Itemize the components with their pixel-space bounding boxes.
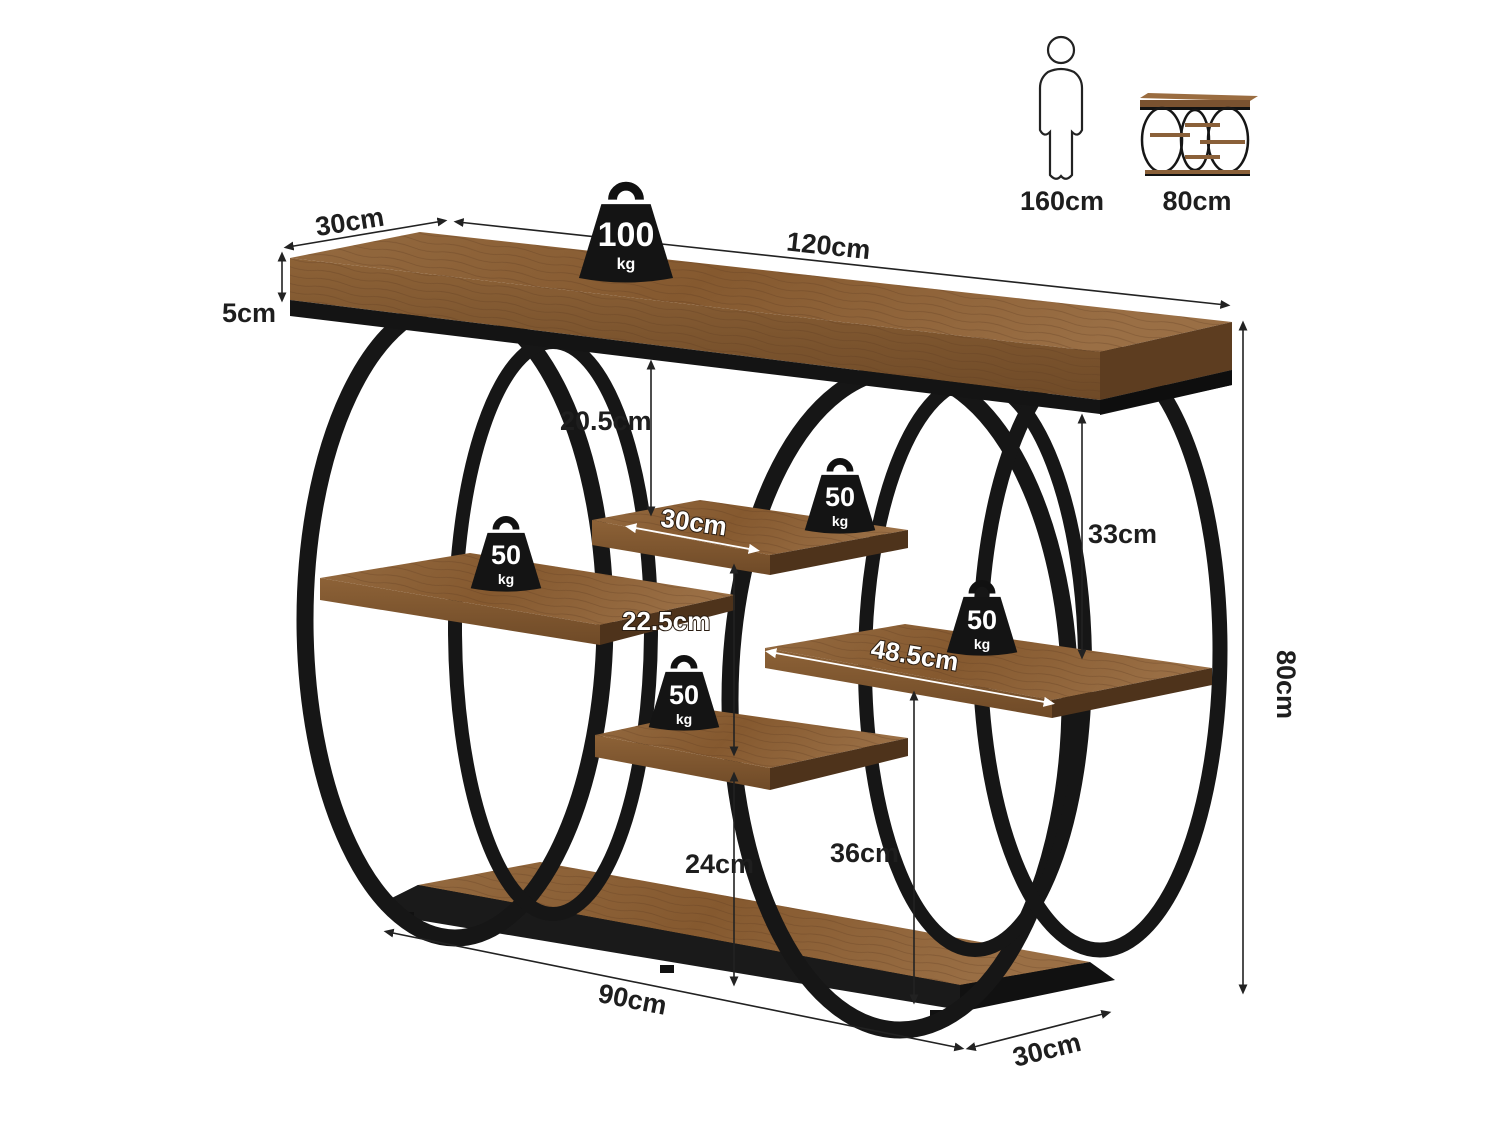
label-right-shelf-height: 36cm bbox=[830, 838, 899, 868]
weight-right: 50 kg bbox=[947, 583, 1018, 655]
label-middle-gap: 22.5cm bbox=[622, 606, 710, 636]
label-gap-upper: 20.5cm bbox=[560, 406, 652, 436]
weight-right-unit: kg bbox=[974, 636, 990, 652]
weight-lower-value: 50 bbox=[669, 680, 699, 710]
person-icon bbox=[1038, 35, 1084, 180]
weight-upper-right: 50 kg bbox=[805, 461, 876, 533]
weight-lower: 50 kg bbox=[649, 658, 720, 730]
weight-upper-right-unit: kg bbox=[832, 513, 848, 529]
label-base-depth: 30cm bbox=[1010, 1027, 1084, 1073]
label-top-thickness: 5cm bbox=[222, 298, 276, 328]
weight-upper-right-value: 50 bbox=[825, 482, 855, 512]
weight-left: 50 kg bbox=[471, 519, 542, 591]
weight-right-value: 50 bbox=[967, 605, 997, 635]
dimension-lines-white bbox=[625, 523, 1055, 707]
mini-table-icon bbox=[1140, 93, 1258, 176]
dimension-lines bbox=[277, 217, 1248, 1052]
table-height-label: 80cm bbox=[1162, 186, 1231, 216]
weight-left-unit: kg bbox=[498, 571, 514, 587]
table-top bbox=[290, 232, 1232, 415]
scale-reference: 160cm 80cm bbox=[1020, 35, 1258, 216]
person-height-label: 160cm bbox=[1020, 186, 1104, 216]
weight-top-unit: kg bbox=[617, 256, 636, 273]
label-top-depth: 30cm bbox=[313, 202, 386, 242]
weight-top: 100 kg bbox=[579, 186, 673, 282]
label-gap-bottom: 24cm bbox=[685, 849, 754, 879]
label-total-height: 80cm bbox=[1271, 650, 1301, 719]
label-gap-right: 33cm bbox=[1088, 519, 1157, 549]
weight-top-value: 100 bbox=[598, 216, 655, 254]
weight-left-value: 50 bbox=[491, 540, 521, 570]
label-base-width: 90cm bbox=[596, 978, 670, 1021]
weight-lower-unit: kg bbox=[676, 711, 692, 727]
